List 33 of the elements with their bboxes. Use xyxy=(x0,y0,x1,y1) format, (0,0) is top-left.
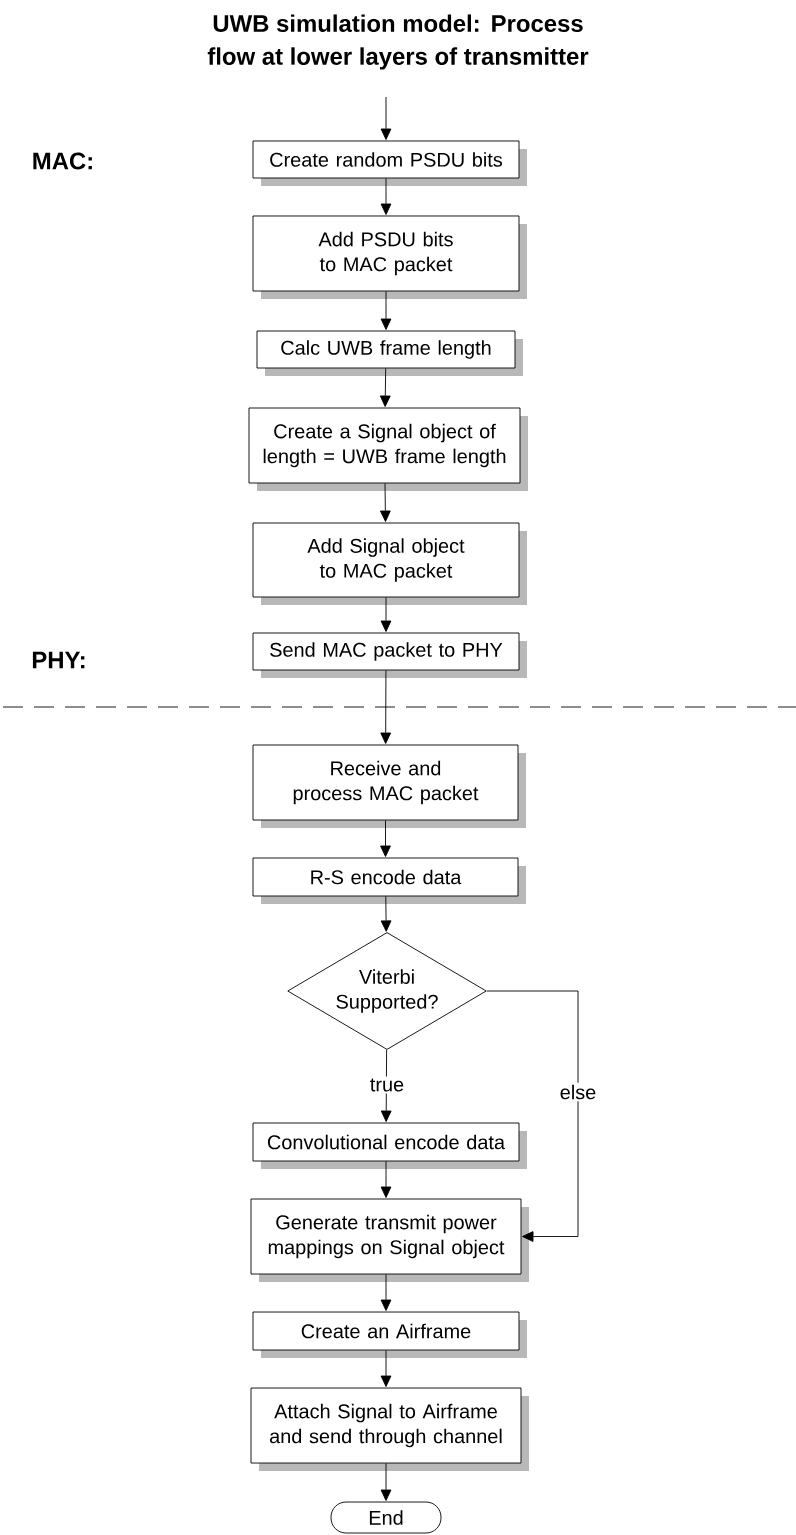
process-box: R-S encode data xyxy=(252,857,526,904)
terminator: End xyxy=(330,1501,442,1534)
process-box: Add Signal object to MAC packet xyxy=(252,522,527,605)
arrow xyxy=(380,1161,392,1198)
edge-label: else xyxy=(557,1082,599,1102)
arrow xyxy=(380,1049,392,1122)
arrow xyxy=(380,1274,392,1311)
arrow xyxy=(380,670,392,744)
arrow xyxy=(380,96,392,140)
process-box: Attach Signal to Airframe and send through channel xyxy=(250,1387,529,1471)
process-box: Receive and process MAC packet xyxy=(252,744,526,828)
process-box: Convolutional encode data xyxy=(252,1122,527,1169)
arrow xyxy=(380,1350,392,1387)
title: UWB simulation model: Process flow at lower layers of transmitter xyxy=(207,14,589,70)
arrow xyxy=(379,368,391,407)
process-box: Add PSDU bits to MAC packet xyxy=(252,215,527,299)
arrow xyxy=(380,178,392,215)
process-box: Send MAC packet to PHY xyxy=(252,632,527,678)
process-box: Calc UWB frame length xyxy=(256,330,523,376)
section-label: MAC: xyxy=(33,152,92,170)
arrow xyxy=(486,990,579,1242)
arrow xyxy=(380,896,392,932)
section-label: PHY: xyxy=(32,651,85,669)
arrow xyxy=(380,1463,392,1501)
process-box: Generate transmit power mappings on Signal object xyxy=(250,1198,529,1282)
process-box: Create random PSDU bits xyxy=(252,140,527,186)
arrow xyxy=(380,483,391,522)
arrow xyxy=(380,291,392,330)
process-box: Create an Airframe xyxy=(252,1311,527,1358)
process-box: Create a Signal object of length = UWB frame length xyxy=(248,407,528,491)
edge-label: true xyxy=(367,1076,407,1094)
arrow xyxy=(380,820,391,857)
arrow xyxy=(380,597,392,632)
